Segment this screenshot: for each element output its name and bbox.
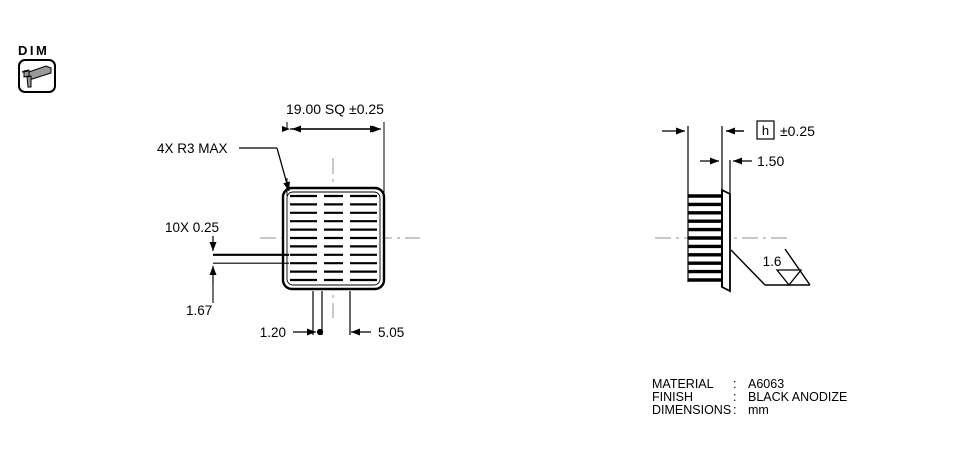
dim-tool-button[interactable] [18,59,56,93]
note-label: DIMENSIONS [652,403,731,417]
note-label: MATERIAL [652,377,714,391]
fin-array [290,194,377,282]
dim-tool-label: DIM [18,43,50,58]
note-value: BLACK ANODIZE [748,390,847,404]
dim-origin-dot [316,328,324,336]
caliper-icon [21,65,52,88]
corner-radius-leader [239,147,290,192]
width-dimension [282,122,385,196]
surface-finish-text: 1.6 [763,254,782,269]
side-fin-array [688,194,722,282]
fin-pitch-text: 10X 0.25 [165,220,219,235]
side-extension-lines [687,126,731,194]
bottom-dimension-extensions [312,291,351,335]
width-dimension-text: 19.00 SQ ±0.25 [286,101,384,117]
heatsink-body-inner [286,191,381,286]
side-view: h ±0.25 1.50 1.6 [655,120,815,293]
fin-pitch-dimension [209,236,289,303]
note-separator: : [733,403,736,417]
height-symbol-text: h [762,123,769,138]
note-separator: : [733,390,736,404]
dim-tool-widget[interactable]: DIM [18,44,64,96]
base-plate [721,188,731,293]
notes-block: MATERIAL : A6063 FINISH : BLACK ANODIZE … [652,377,847,417]
notes-row: FINISH : BLACK ANODIZE [652,390,847,404]
note-value: A6063 [748,377,784,391]
surface-finish-symbol [730,248,811,287]
note-value: mm [748,403,769,417]
dim-120-text: 1.20 [260,325,286,340]
corner-radius-text: 4X R3 MAX [157,141,228,156]
dim-505-text: 5.05 [378,325,404,340]
note-label: FINISH [652,390,693,404]
top-view: 19.00 SQ ±0.25 4X R3 MAX 10X 0.25 1.67 [157,101,420,340]
base-dimension-text: 1.50 [757,153,784,169]
notes-row: DIMENSIONS : mm [652,403,769,417]
notes-row: MATERIAL : A6063 [652,377,784,391]
note-separator: : [733,377,736,391]
height-tolerance-text: ±0.25 [780,123,815,139]
height-symbol-box [756,120,775,140]
fin-gap-text: 1.67 [186,303,212,318]
